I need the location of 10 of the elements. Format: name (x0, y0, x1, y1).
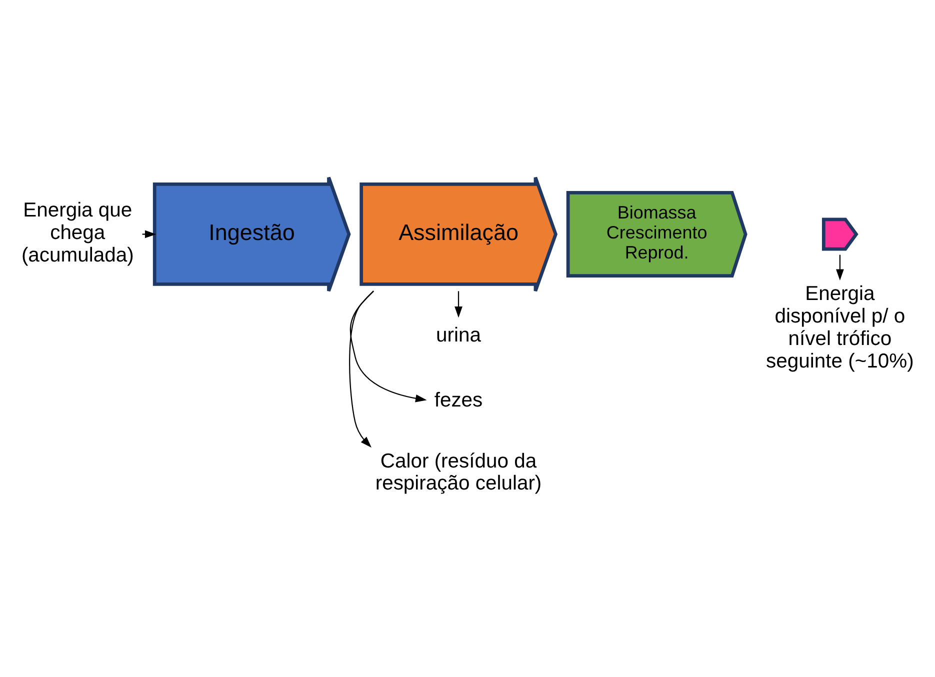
node-text: Energia que chega (acumulada) (21, 199, 134, 266)
arrow (350, 290, 427, 402)
node-chevron (822, 217, 858, 250)
arrow (142, 230, 156, 238)
node-text: Energia disponível p/ o nível trófico seguinte (~10%) (766, 282, 914, 372)
node-text: Calor (resíduo da respiração celular) (375, 450, 542, 494)
arrow (836, 254, 844, 280)
node-text: urina (436, 324, 481, 346)
node-text: fezes (434, 389, 483, 412)
arrow (454, 290, 462, 318)
